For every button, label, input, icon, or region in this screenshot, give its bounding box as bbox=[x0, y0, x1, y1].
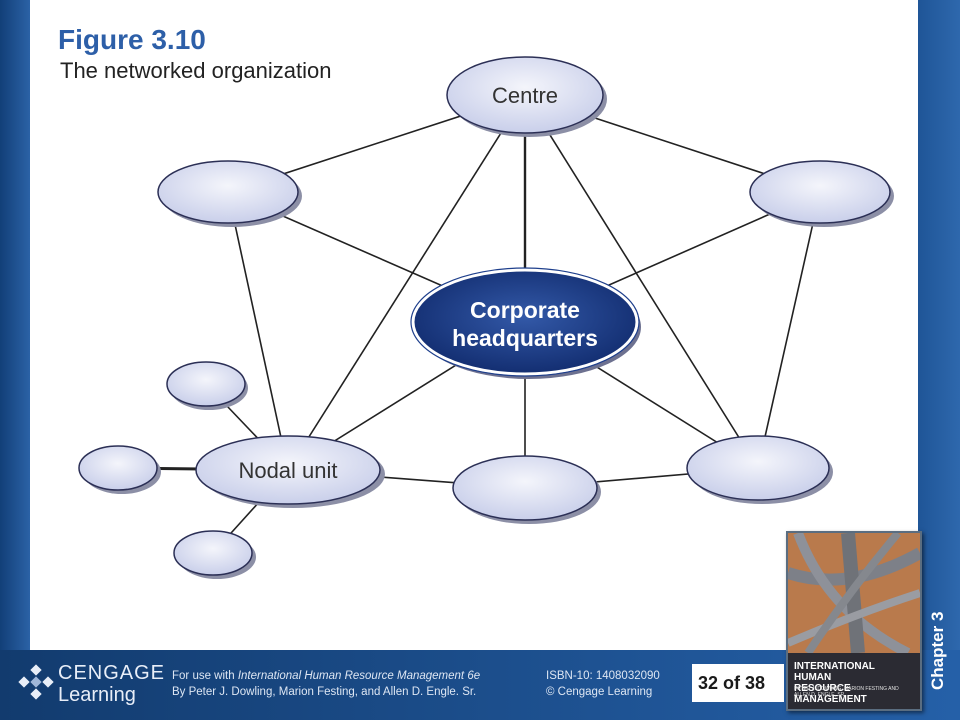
node-small-left bbox=[78, 445, 158, 491]
page-number-box bbox=[692, 664, 784, 702]
chapter-label: Chapter 3 bbox=[928, 611, 947, 690]
node-hq-outline bbox=[410, 267, 640, 377]
left-accent-bar bbox=[0, 0, 30, 720]
edge-right-upper-right-lower bbox=[757, 191, 821, 469]
node-small-bottom bbox=[173, 530, 253, 576]
label-hq-line1: Corporate bbox=[470, 297, 580, 323]
node-nodal-unit bbox=[195, 435, 381, 505]
node-right-upper bbox=[749, 160, 891, 224]
book-credit: For use with International Human Resourc… bbox=[172, 668, 480, 700]
book-cover-highway-art bbox=[788, 533, 920, 709]
figure-number: Figure 3.10 bbox=[58, 24, 206, 55]
copyright: © Cengage Learning bbox=[546, 686, 653, 698]
publisher-name: CENGAGE bbox=[58, 662, 166, 684]
page-number: 32 of 38 bbox=[698, 673, 766, 693]
credit-book-title: International Human Resource Management … bbox=[237, 670, 481, 682]
edge-centre-right-lower bbox=[524, 94, 759, 469]
book-cover-authors: PETER J. DOWLING, MARION FESTING AND ALL… bbox=[794, 686, 899, 698]
figure-title: The networked organization bbox=[60, 58, 332, 83]
right-accent-bar bbox=[918, 0, 960, 720]
book-title-line1: INTERNATIONAL HUMAN bbox=[794, 661, 875, 683]
edge-centre-nodal bbox=[287, 94, 526, 471]
book-cover-image: INTERNATIONAL HUMAN RESOURCE MANAGEMENT … bbox=[786, 531, 922, 711]
node-right-lower bbox=[686, 435, 830, 501]
credit-prefix: For use with bbox=[172, 670, 238, 682]
label-centre: Centre bbox=[492, 83, 558, 108]
credit-authors: By Peter J. Dowling, Marion Festing, and… bbox=[172, 686, 477, 698]
book-cover-title: INTERNATIONAL HUMAN RESOURCE MANAGEMENT bbox=[794, 661, 914, 705]
book-title-line2: RESOURCE MANAGEMENT bbox=[794, 683, 867, 705]
isbn: ISBN-10: 1408032090 bbox=[546, 670, 660, 682]
edge-left-upper-nodal bbox=[227, 191, 289, 471]
isbn-block: ISBN-10: 1408032090 © Cengage Learning bbox=[546, 668, 660, 700]
label-hq-line2: headquarters bbox=[452, 325, 598, 351]
node-corporate-headquarters bbox=[411, 268, 639, 376]
label-nodal-unit: Nodal unit bbox=[238, 458, 337, 483]
network-diagram: Centre Corporate headquarters Nodal unit bbox=[78, 56, 894, 579]
node-bottom-middle bbox=[452, 455, 598, 521]
node-left-upper bbox=[157, 160, 299, 224]
node-centre bbox=[446, 56, 604, 134]
cengage-logo-icon bbox=[18, 664, 54, 700]
node-small-top bbox=[166, 361, 246, 407]
publisher-name-line2: Learning bbox=[58, 684, 136, 706]
